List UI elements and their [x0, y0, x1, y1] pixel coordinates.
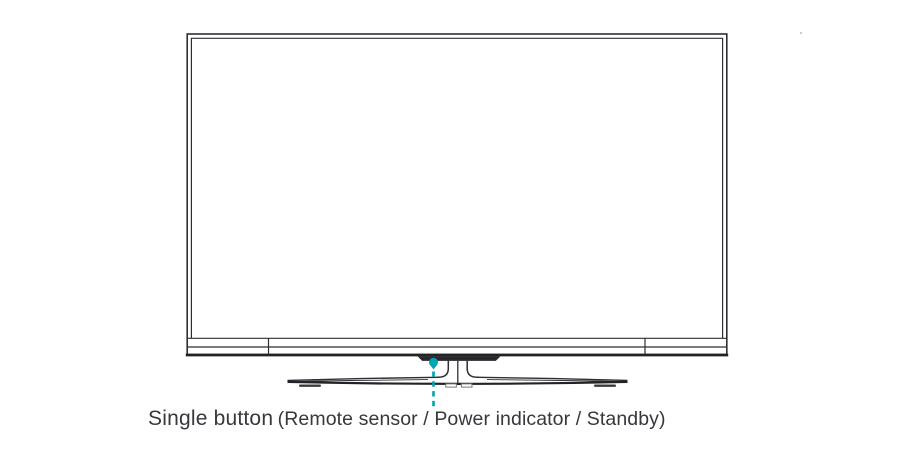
caption: Single button (Remote sensor / Power ind…	[148, 405, 666, 435]
stand-neck-right	[466, 360, 480, 379]
stand-base-top-left	[287, 376, 437, 382]
stand-base-bottom	[287, 380, 628, 385]
single-button-callout	[429, 357, 438, 409]
stand-foot-left	[299, 384, 321, 387]
stand-foot-right	[594, 384, 616, 387]
tv-outer-frame	[186, 33, 728, 356]
caption-secondary-label: (Remote sensor / Power indicator / Stand…	[277, 408, 666, 430]
stand-center-tab-left	[445, 383, 457, 388]
print-speck	[799, 31, 803, 35]
stand-neck-left	[436, 360, 450, 379]
power-button-indicator	[429, 357, 438, 367]
stand-mount-bar	[417, 356, 501, 361]
tv-outline	[185, 33, 729, 357]
tv-stand	[287, 356, 628, 388]
stand-center-tab-right	[460, 383, 473, 388]
stand-base-top-right	[478, 376, 628, 382]
power-button-indicator-tail	[429, 364, 438, 370]
tv-inner-bezel	[190, 37, 724, 339]
caption-primary-label: Single button	[148, 407, 274, 430]
